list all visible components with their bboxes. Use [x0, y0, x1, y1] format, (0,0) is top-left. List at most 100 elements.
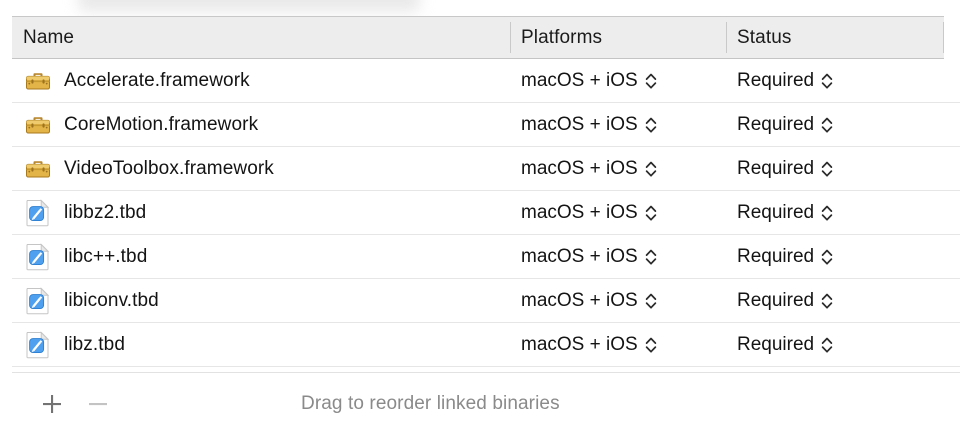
cell-platforms[interactable]: macOS + iOS	[510, 202, 726, 224]
remove-button[interactable]	[81, 387, 115, 421]
cell-name[interactable]: CoreMotion.framework	[12, 110, 510, 140]
table-row[interactable]: libiconv.tbd macOS + iOS Required	[12, 279, 960, 323]
status-value: Required	[737, 289, 815, 311]
table-row[interactable]: CoreMotion.framework macOS + iOS Required	[12, 103, 960, 147]
add-button[interactable]	[35, 387, 69, 421]
platforms-value: macOS + iOS	[521, 69, 638, 91]
row-name-label: CoreMotion.framework	[64, 113, 259, 135]
stepper-chevrons-icon[interactable]	[821, 202, 833, 224]
tbd-file-icon	[23, 330, 53, 360]
cell-status[interactable]: Required	[726, 70, 944, 92]
stepper-chevrons-icon[interactable]	[645, 70, 657, 92]
cell-status[interactable]: Required	[726, 158, 944, 180]
status-popup-button[interactable]: Required	[737, 290, 833, 312]
cell-status[interactable]: Required	[726, 202, 944, 224]
row-name-label: libiconv.tbd	[64, 289, 159, 311]
framework-icon	[23, 110, 53, 140]
status-popup-button[interactable]: Required	[737, 202, 833, 224]
cell-name[interactable]: Accelerate.framework	[12, 66, 510, 96]
tbd-file-icon	[23, 198, 53, 228]
table-header-row: Name Platforms Status	[12, 16, 944, 59]
status-value: Required	[737, 69, 815, 91]
platforms-popup-button[interactable]: macOS + iOS	[521, 158, 657, 180]
status-popup-button[interactable]: Required	[737, 70, 833, 92]
column-divider[interactable]	[510, 22, 511, 53]
cell-platforms[interactable]: macOS + iOS	[510, 158, 726, 180]
platforms-popup-button[interactable]: macOS + iOS	[521, 202, 657, 224]
status-popup-button[interactable]: Required	[737, 158, 833, 180]
cell-status[interactable]: Required	[726, 334, 944, 356]
table-row[interactable]: Accelerate.framework macOS + iOS Required	[12, 59, 960, 103]
column-header-platforms-label: Platforms	[521, 26, 603, 48]
cell-status[interactable]: Required	[726, 114, 944, 136]
cell-status[interactable]: Required	[726, 246, 944, 268]
stepper-chevrons-icon[interactable]	[821, 334, 833, 356]
cell-name[interactable]: libiconv.tbd	[12, 286, 510, 316]
stepper-chevrons-icon[interactable]	[645, 114, 657, 136]
cell-name[interactable]: libc++.tbd	[12, 242, 510, 272]
table-row[interactable]: libbz2.tbd macOS + iOS Required	[12, 191, 960, 235]
column-header-status[interactable]: Status	[726, 16, 944, 59]
platforms-popup-button[interactable]: macOS + iOS	[521, 334, 657, 356]
stepper-chevrons-icon[interactable]	[821, 158, 833, 180]
status-popup-button[interactable]: Required	[737, 246, 833, 268]
table-row[interactable]: libz.tbd macOS + iOS Required	[12, 323, 960, 367]
column-divider[interactable]	[726, 22, 727, 53]
tbd-file-icon	[23, 286, 53, 316]
status-value: Required	[737, 333, 815, 355]
column-header-name-label: Name	[23, 26, 75, 48]
cell-status[interactable]: Required	[726, 290, 944, 312]
minus-icon	[87, 393, 109, 415]
tbd-file-icon	[23, 242, 53, 272]
platforms-value: macOS + iOS	[521, 201, 638, 223]
column-header-status-label: Status	[737, 26, 792, 48]
column-divider[interactable]	[943, 22, 944, 53]
platforms-value: macOS + iOS	[521, 245, 638, 267]
stepper-chevrons-icon[interactable]	[645, 202, 657, 224]
row-name-label: libc++.tbd	[64, 245, 148, 267]
table-row[interactable]: VideoToolbox.framework macOS + iOS Requir…	[12, 147, 960, 191]
cell-name[interactable]: VideoToolbox.framework	[12, 154, 510, 184]
platforms-popup-button[interactable]: macOS + iOS	[521, 114, 657, 136]
platforms-popup-button[interactable]: macOS + iOS	[521, 70, 657, 92]
table-bottom-toolbar: Drag to reorder linked binaries	[12, 372, 960, 434]
row-name-label: Accelerate.framework	[64, 69, 250, 91]
status-popup-button[interactable]: Required	[737, 114, 833, 136]
column-header-platforms[interactable]: Platforms	[510, 16, 726, 59]
stepper-chevrons-icon[interactable]	[821, 246, 833, 268]
status-value: Required	[737, 157, 815, 179]
cutoff-element-artifact	[78, 0, 420, 12]
platforms-value: macOS + iOS	[521, 113, 638, 135]
row-name-label: libz.tbd	[64, 333, 126, 355]
platforms-value: macOS + iOS	[521, 289, 638, 311]
platforms-value: macOS + iOS	[521, 157, 638, 179]
cell-platforms[interactable]: macOS + iOS	[510, 70, 726, 92]
cell-name[interactable]: libbz2.tbd	[12, 198, 510, 228]
platforms-popup-button[interactable]: macOS + iOS	[521, 246, 657, 268]
table-row[interactable]: libc++.tbd macOS + iOS Required	[12, 235, 960, 279]
drag-reorder-hint: Drag to reorder linked binaries	[301, 392, 560, 414]
platforms-value: macOS + iOS	[521, 333, 638, 355]
platforms-popup-button[interactable]: macOS + iOS	[521, 290, 657, 312]
stepper-chevrons-icon[interactable]	[645, 246, 657, 268]
status-value: Required	[737, 113, 815, 135]
stepper-chevrons-icon[interactable]	[645, 158, 657, 180]
status-popup-button[interactable]: Required	[737, 334, 833, 356]
plus-icon	[41, 393, 63, 415]
stepper-chevrons-icon[interactable]	[821, 290, 833, 312]
cell-platforms[interactable]: macOS + iOS	[510, 334, 726, 356]
stepper-chevrons-icon[interactable]	[645, 290, 657, 312]
cell-name[interactable]: libz.tbd	[12, 330, 510, 360]
stepper-chevrons-icon[interactable]	[645, 334, 657, 356]
cell-platforms[interactable]: macOS + iOS	[510, 290, 726, 312]
cell-platforms[interactable]: macOS + iOS	[510, 114, 726, 136]
stepper-chevrons-icon[interactable]	[821, 70, 833, 92]
row-name-label: libbz2.tbd	[64, 201, 147, 223]
stepper-chevrons-icon[interactable]	[821, 114, 833, 136]
framework-icon	[23, 66, 53, 96]
status-value: Required	[737, 245, 815, 267]
row-name-label: VideoToolbox.framework	[64, 157, 274, 179]
cell-platforms[interactable]: macOS + iOS	[510, 246, 726, 268]
column-header-name[interactable]: Name	[12, 16, 510, 59]
